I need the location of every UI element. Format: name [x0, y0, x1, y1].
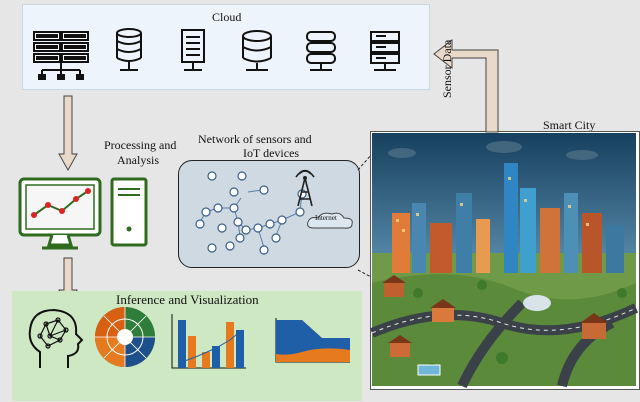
server-tower-icon — [181, 29, 205, 71]
database-icon — [242, 30, 272, 71]
sensor-data-label: Sensor Data — [440, 39, 454, 98]
processing-label-line2: Analysis — [117, 153, 159, 167]
desktop-tower-icon — [110, 177, 148, 247]
cloud-label: Cloud — [212, 10, 242, 24]
smart-city-label: Smart City — [543, 118, 596, 132]
cloud-to-processing-arrow — [58, 95, 78, 172]
network-label-line1: Network of sensors and — [198, 132, 312, 146]
callout-lines — [357, 139, 385, 285]
database-icon — [306, 31, 336, 71]
inference-label: Inference and Visualization — [116, 292, 259, 307]
server-icon — [370, 31, 400, 71]
sensor-network-graph — [195, 171, 307, 255]
area-chart-icon — [275, 318, 350, 363]
cloud-panel — [22, 4, 430, 90]
server-rack-icon — [33, 31, 89, 80]
cell-tower-icon — [295, 169, 315, 207]
monitor-icon — [18, 177, 102, 250]
database-icon — [116, 28, 142, 71]
sunburst-chart-icon — [95, 307, 155, 367]
cloud-icon — [307, 212, 353, 229]
processing-label-line1: Processing and — [104, 138, 177, 152]
sensor-data-arrow — [433, 38, 499, 133]
network-label-line2: IoT devices — [243, 146, 300, 160]
brain-head-icon — [28, 308, 84, 368]
smart-city-illustration — [370, 133, 639, 389]
bar-chart-icon — [171, 314, 246, 369]
internet-label: Internet — [315, 214, 337, 222]
